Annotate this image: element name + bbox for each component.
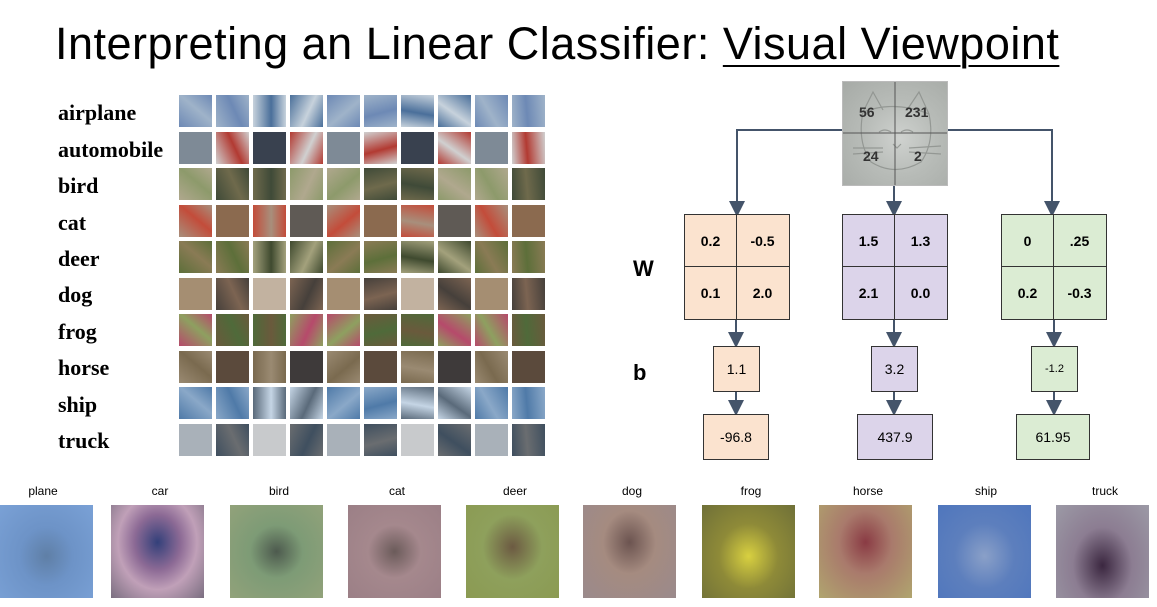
- template-image-car: [111, 505, 204, 598]
- weight-cell: 0.1: [685, 267, 736, 318]
- weights-label: W: [633, 256, 654, 282]
- pixel-value-2: 231: [905, 104, 928, 120]
- weight-matrix-2: 1.5 1.3 2.1 0.0: [842, 214, 948, 320]
- score-box-1: -96.8: [703, 414, 769, 460]
- bias-box-3: -1.2: [1031, 346, 1078, 392]
- template-image-deer: [466, 505, 559, 598]
- template-image-cat: [348, 505, 441, 598]
- bias-label: b: [633, 360, 646, 386]
- arrow-to-w3: [946, 130, 1052, 213]
- cat-sketch-icon: [843, 82, 947, 185]
- bias-box-1: 1.1: [713, 346, 760, 392]
- template-image-dog: [583, 505, 676, 598]
- template-label-plane: plane: [0, 484, 98, 498]
- weight-cell: 0.0: [895, 267, 946, 318]
- template-image-truck: [1056, 505, 1149, 598]
- pixel-value-4: 2: [914, 148, 922, 164]
- template-image-plane: [0, 505, 93, 598]
- template-image-horse: [819, 505, 912, 598]
- weight-cell: .25: [1054, 215, 1105, 266]
- score-box-2: 437.9: [857, 414, 933, 460]
- weight-cell: 2.1: [843, 267, 894, 318]
- template-image-bird: [230, 505, 323, 598]
- arrow-to-w1: [737, 130, 842, 213]
- bias-box-2: 3.2: [871, 346, 918, 392]
- template-label-dog: dog: [577, 484, 687, 498]
- template-label-deer: deer: [460, 484, 570, 498]
- template-image-frog: [702, 505, 795, 598]
- weight-cell: 0: [1002, 215, 1053, 266]
- weight-cell: 2.0: [737, 267, 788, 318]
- pixel-value-3: 24: [863, 148, 879, 164]
- template-label-cat: cat: [342, 484, 452, 498]
- weight-matrix-1: 0.2 -0.5 0.1 2.0: [684, 214, 790, 320]
- weight-cell: 0.2: [685, 215, 736, 266]
- weight-cell: 1.3: [895, 215, 946, 266]
- input-cat-image: 56 231 24 2: [842, 81, 948, 186]
- score-box-3: 61.95: [1016, 414, 1090, 460]
- weight-cell: 1.5: [843, 215, 894, 266]
- template-label-ship: ship: [931, 484, 1041, 498]
- weight-cell: -0.3: [1054, 267, 1105, 318]
- weight-matrix-3: 0 .25 0.2 -0.3: [1001, 214, 1107, 320]
- flow-arrows: [0, 0, 1157, 470]
- template-image-ship: [938, 505, 1031, 598]
- pixel-value-1: 56: [859, 104, 875, 120]
- template-label-horse: horse: [813, 484, 923, 498]
- weight-cell: 0.2: [1002, 267, 1053, 318]
- template-label-bird: bird: [224, 484, 334, 498]
- template-label-frog: frog: [696, 484, 806, 498]
- template-label-truck: truck: [1050, 484, 1157, 498]
- template-label-car: car: [105, 484, 215, 498]
- weight-cell: -0.5: [737, 215, 788, 266]
